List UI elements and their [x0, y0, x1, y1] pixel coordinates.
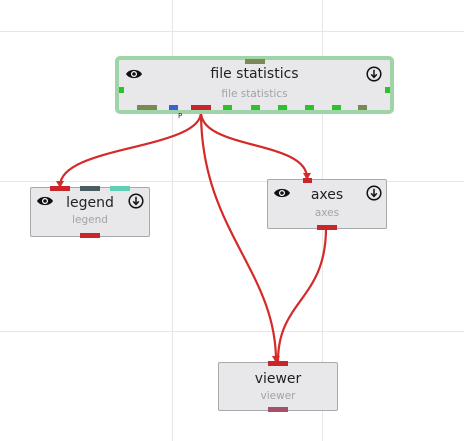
grid-line: [0, 181, 464, 182]
output-port[interactable]: [305, 105, 314, 110]
input-port[interactable]: [50, 186, 70, 191]
node-file-statistics[interactable]: file statistics file statistics: [115, 56, 394, 114]
side-port-right[interactable]: [385, 87, 390, 93]
wire-to-legend[interactable]: [58, 111, 203, 187]
node-title: file statistics: [210, 66, 299, 82]
wire-arrowhead: [272, 356, 280, 363]
node-title: axes: [310, 187, 344, 203]
port-label: P: [178, 112, 183, 120]
grid-line: [172, 0, 173, 441]
output-port[interactable]: [317, 225, 337, 230]
node-subtitle: axes: [314, 207, 340, 219]
grid-line: [0, 331, 464, 332]
side-port-left[interactable]: [119, 87, 124, 93]
wire-to-viewer[interactable]: [199, 111, 278, 362]
output-port[interactable]: [332, 105, 341, 110]
output-port[interactable]: [80, 233, 100, 238]
eye-icon[interactable]: [125, 68, 143, 80]
output-port[interactable]: [251, 105, 260, 110]
wire-axes-to-viewer[interactable]: [276, 227, 328, 362]
node-title: viewer: [254, 371, 302, 387]
input-port[interactable]: [303, 178, 312, 183]
node-viewer[interactable]: viewer viewer: [218, 362, 338, 411]
output-port[interactable]: [278, 105, 287, 110]
download-circle-icon[interactable]: [128, 193, 144, 209]
wire-arrowhead: [56, 181, 64, 188]
output-port[interactable]: [358, 105, 367, 110]
node-subtitle: legend: [72, 214, 108, 226]
output-port[interactable]: [137, 105, 157, 110]
wire-to-axes[interactable]: [199, 111, 309, 179]
input-port[interactable]: [110, 186, 130, 191]
download-circle-icon[interactable]: [366, 66, 382, 82]
grid-line: [0, 31, 464, 32]
input-port[interactable]: [245, 59, 265, 64]
eye-icon[interactable]: [36, 195, 54, 207]
wire-arrowhead: [303, 173, 311, 180]
input-port[interactable]: [268, 361, 288, 366]
node-subtitle: file statistics: [221, 88, 288, 100]
input-port[interactable]: [80, 186, 100, 191]
node-legend[interactable]: legend legend: [30, 187, 150, 237]
output-port[interactable]: [169, 105, 178, 110]
output-port[interactable]: [268, 407, 288, 412]
download-circle-icon[interactable]: [366, 185, 382, 201]
output-port[interactable]: [191, 105, 211, 110]
node-axes[interactable]: axes axes: [267, 179, 387, 229]
node-title: legend: [66, 195, 114, 211]
output-port[interactable]: [223, 105, 232, 110]
node-subtitle: viewer: [260, 390, 296, 402]
eye-icon[interactable]: [273, 187, 291, 199]
